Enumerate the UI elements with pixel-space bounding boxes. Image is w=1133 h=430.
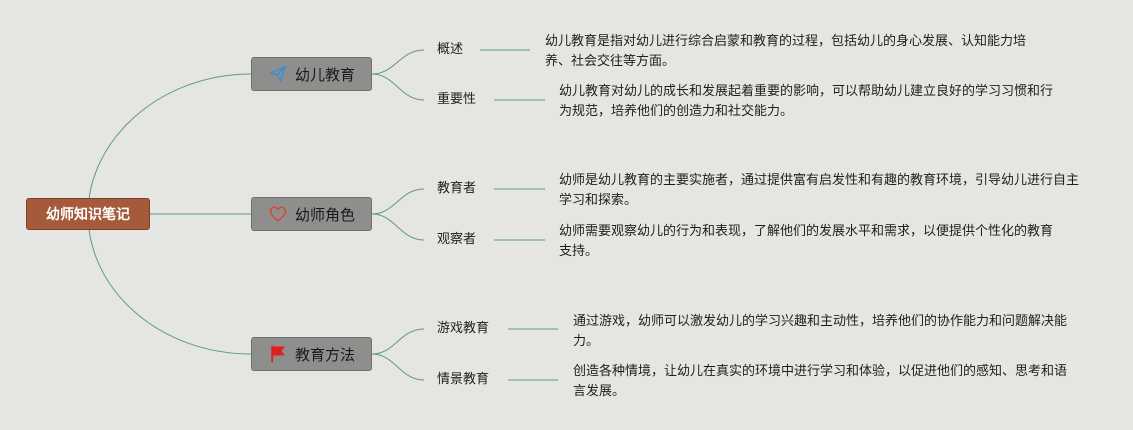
leaf-text-situational-education[interactable]: 创造各种情境，让幼儿在真实的环境中进行学习和体验，以促进他们的感知、思考和语言发… — [573, 364, 1068, 399]
connector-branch-3-sub-1 — [371, 328, 425, 355]
sub-topic-educator[interactable]: 教育者 — [437, 181, 477, 196]
paper-plane-icon — [268, 64, 288, 84]
connector-branch-2-sub-2 — [371, 213, 425, 241]
branch-node-3[interactable]: 教育方法 — [251, 337, 372, 371]
connector-branch-1-sub-2 — [371, 73, 425, 101]
connector-branch-1-sub-1 — [371, 49, 425, 75]
connector-root-branch-3 — [87, 213, 252, 355]
leaf-text-overview[interactable]: 幼儿教育是指对幼儿进行综合启蒙和教育的过程，包括幼儿的身心发展、认知能力培养、社… — [545, 34, 1027, 69]
branch-label-2: 幼师角色 — [294, 205, 355, 224]
branch-label-1: 幼儿教育 — [294, 65, 355, 84]
connector-branch-2-sub-1 — [371, 188, 425, 215]
root-label: 幼师知识笔记 — [46, 207, 130, 223]
connector-branch-3-sub-2 — [371, 353, 425, 381]
branch-label-3: 教育方法 — [294, 345, 355, 364]
leaf-text-educator[interactable]: 幼师是幼儿教育的主要实施者，通过提供富有启发性和有趣的教育环境，引导幼儿进行自主… — [559, 173, 1080, 208]
sub-topic-overview[interactable]: 概述 — [437, 42, 464, 57]
leaf-text-game-education[interactable]: 通过游戏，幼师可以激发幼儿的学习兴趣和主动性，培养他们的协作能力和问题解决能力。 — [573, 314, 1068, 349]
sub-topic-observer[interactable]: 观察者 — [437, 232, 477, 247]
sub-topic-game-education[interactable]: 游戏教育 — [437, 321, 490, 336]
connector-root-branch-1 — [87, 73, 252, 215]
sub-topic-situational-education[interactable]: 情景教育 — [437, 372, 490, 387]
sub-topic-importance[interactable]: 重要性 — [437, 92, 477, 107]
flag-icon — [268, 344, 288, 364]
root-node[interactable]: 幼师知识笔记 — [26, 198, 150, 230]
leaf-text-observer[interactable]: 幼师需要观察幼儿的行为和表现，了解他们的发展水平和需求，以便提供个性化的教育支持… — [559, 224, 1054, 259]
branch-node-1[interactable]: 幼儿教育 — [251, 57, 372, 91]
heart-icon — [268, 204, 288, 224]
branch-node-2[interactable]: 幼师角色 — [251, 197, 372, 231]
leaf-text-importance[interactable]: 幼儿教育对幼儿的成长和发展起着重要的影响，可以帮助幼儿建立良好的学习习惯和行为规… — [559, 84, 1054, 119]
